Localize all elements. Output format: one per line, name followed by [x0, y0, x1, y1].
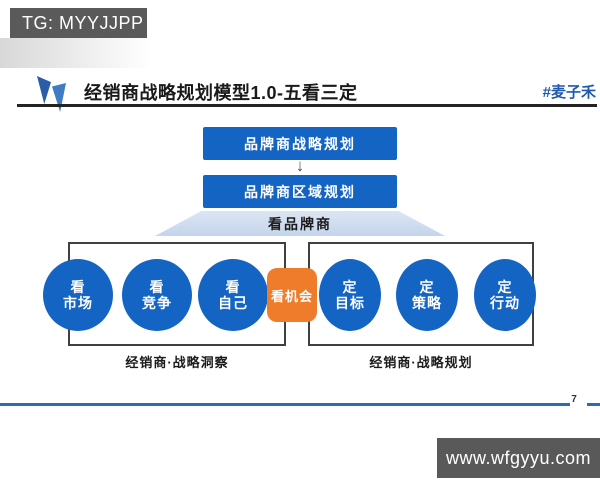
logo-icon: [37, 76, 51, 104]
page-number: 7: [571, 394, 577, 405]
tg-badge: TG: MYYJJPP: [10, 8, 147, 38]
brand-tag: #麦子禾: [542, 84, 596, 101]
circle-label-line: 看: [149, 279, 165, 295]
planning-group-label: 经销商·战略规划: [369, 355, 473, 370]
circle-label-line: 看: [225, 279, 241, 295]
website-badge: www.wfgyyu.com: [437, 438, 600, 478]
circle-label-line: 竞争: [142, 295, 172, 311]
bottom-rule: [587, 403, 600, 406]
title-divider: [17, 104, 597, 107]
funnel-label: 看品牌商: [268, 215, 332, 232]
down-arrow-icon: ↓: [295, 156, 305, 175]
set-goal-circle: 定 目标: [319, 259, 381, 331]
see-market-circle: 看 市场: [43, 259, 113, 331]
see-self-circle: 看 自己: [198, 259, 268, 331]
circle-label-line: 定: [497, 279, 513, 295]
bottom-rule: [0, 403, 570, 406]
insight-group-label: 经销商·战略洞察: [125, 355, 229, 370]
funnel-shape: 看品牌商: [155, 211, 445, 236]
circle-label-line: 目标: [335, 295, 365, 311]
top-shade: [0, 38, 190, 68]
circle-label-line: 自己: [218, 295, 248, 311]
set-action-circle: 定 行动: [474, 259, 536, 331]
opportunity-label: 看机会: [270, 288, 313, 304]
circle-label-line: 市场: [63, 295, 93, 311]
see-opportunity-box: 看机会: [267, 268, 317, 322]
circle-label-line: 定: [342, 279, 358, 295]
page-title: 经销商战略规划模型1.0-五看三定: [84, 83, 358, 103]
see-competition-circle: 看 竞争: [122, 259, 192, 331]
circle-label-line: 看: [70, 279, 86, 295]
brand-region-box: 品牌商区域规划: [203, 175, 397, 208]
circle-label-line: 定: [419, 279, 435, 295]
brand-strategy-box: 品牌商战略规划: [203, 127, 397, 160]
set-strategy-circle: 定 策略: [396, 259, 458, 331]
circle-label-line: 行动: [490, 295, 520, 311]
circle-label-line: 策略: [412, 295, 442, 311]
logo-icon: [52, 83, 66, 112]
